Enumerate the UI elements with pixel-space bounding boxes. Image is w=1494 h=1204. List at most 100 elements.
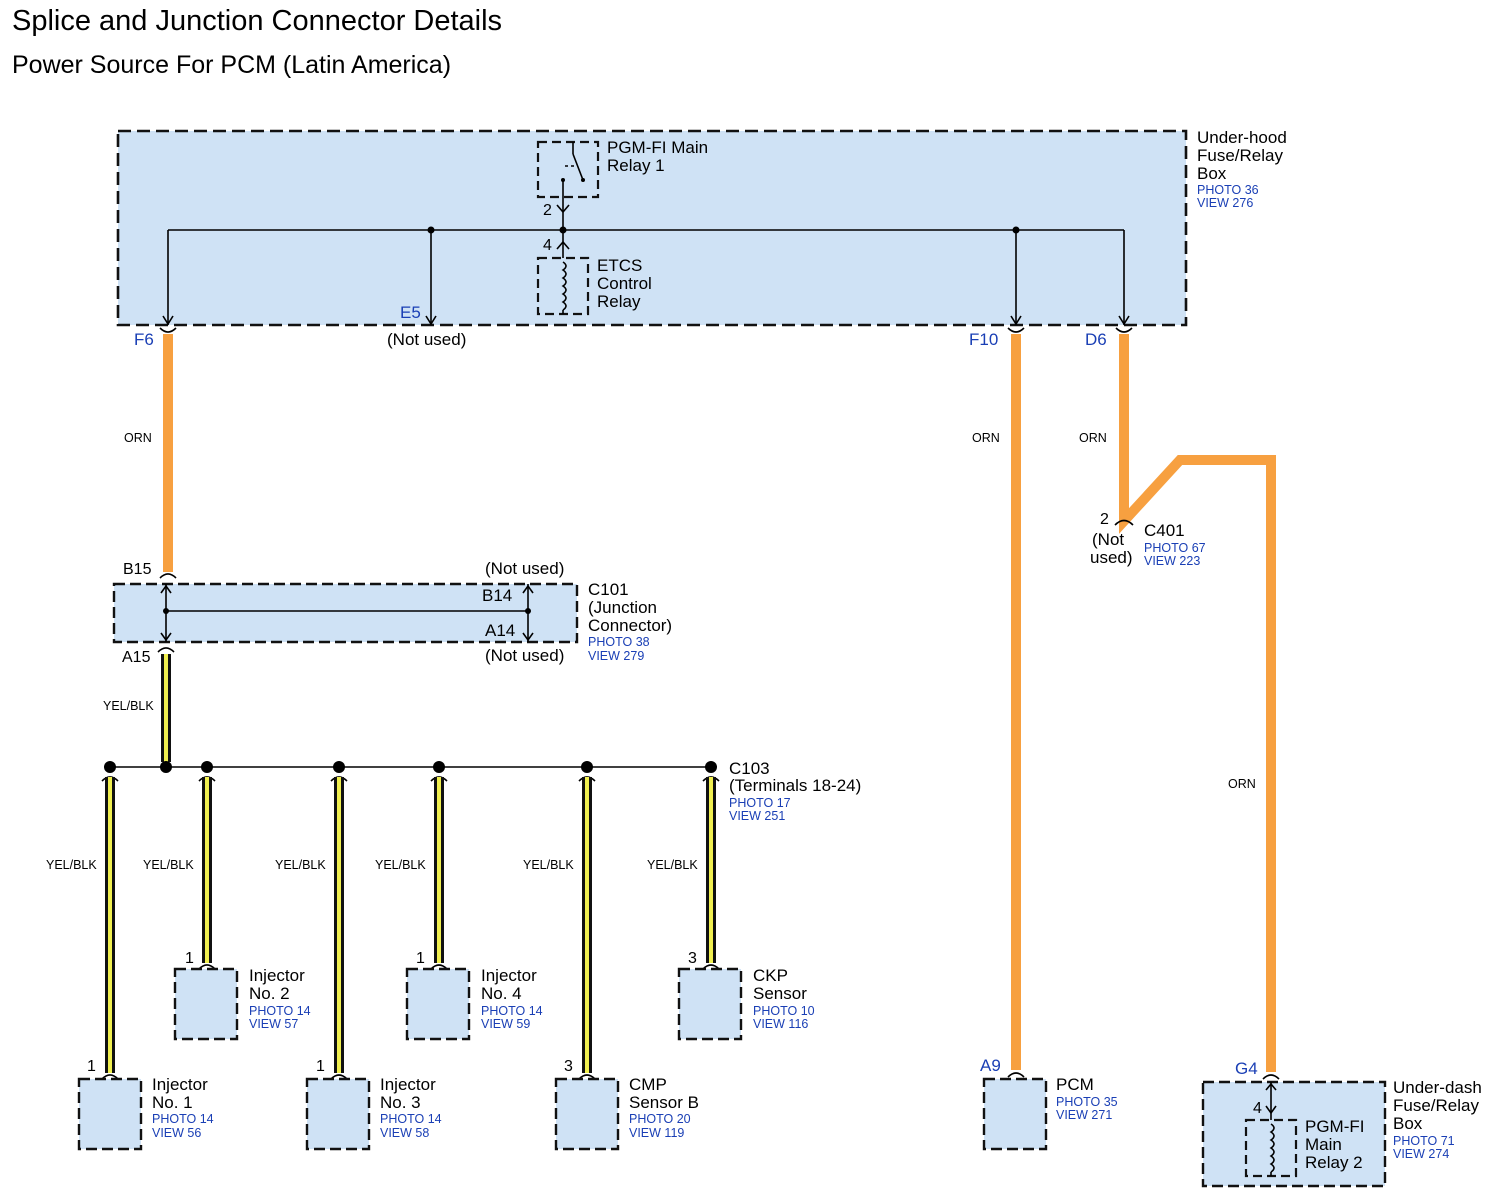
pin-a14: A14 <box>485 621 515 640</box>
wire-label-orn-2: ORN <box>972 431 1000 445</box>
relay1-label-line1: PGM-FI Main <box>607 138 708 157</box>
svg-text:Under-hood: Under-hood <box>1197 128 1287 147</box>
wire-label-orn-3: ORN <box>1079 431 1107 445</box>
pcm: A9 PCM PHOTO 35 VIEW 271 <box>980 1056 1118 1151</box>
c101-junction-connector <box>112 582 579 644</box>
svg-text:Fuse/Relay: Fuse/Relay <box>1393 1096 1479 1115</box>
underdash-fuse-box: G4 4 PGM-FI Main Relay 2 <box>1201 1059 1387 1188</box>
pin-b15: B15 <box>123 561 152 578</box>
svg-text:VIEW 116: VIEW 116 <box>753 1017 808 1031</box>
page-subtitle: Power Source For PCM (Latin America) <box>12 51 451 79</box>
svg-text:PHOTO 14: PHOTO 14 <box>152 1112 214 1126</box>
underhood-photo-ref: PHOTO 36 <box>1197 183 1259 197</box>
svg-text:VIEW 223: VIEW 223 <box>1144 554 1200 568</box>
svg-text:No. 1: No. 1 <box>152 1093 193 1112</box>
svg-text:C103: C103 <box>729 759 770 778</box>
wire-label-yelblk-2: YEL/BLK <box>143 858 194 872</box>
underhood-box-label: Under-hood Fuse/Relay Box PHOTO 36 VIEW … <box>1197 128 1287 210</box>
pin-a15: A15 <box>122 649 151 666</box>
svg-text:Connector): Connector) <box>588 616 672 635</box>
svg-text:Injector: Injector <box>481 966 537 985</box>
underhood-pin-cups <box>159 327 1133 333</box>
svg-text:PHOTO 14: PHOTO 14 <box>249 1004 311 1018</box>
svg-text:PHOTO 10: PHOTO 10 <box>753 1004 815 1018</box>
injector-4: 1 Injector No. 4 PHOTO 14 VIEW 59 <box>405 950 543 1041</box>
svg-text:No. 3: No. 3 <box>380 1093 421 1112</box>
svg-text:PHOTO 67: PHOTO 67 <box>1144 541 1206 555</box>
wire-label-yelblk-3: YEL/BLK <box>275 858 326 872</box>
svg-text:VIEW 58: VIEW 58 <box>380 1126 429 1140</box>
svg-text:Injector: Injector <box>380 1075 436 1094</box>
svg-text:PHOTO 35: PHOTO 35 <box>1056 1095 1118 1109</box>
pin-g4: G4 <box>1235 1059 1258 1078</box>
wire-label-yelblk-main: YEL/BLK <box>103 699 154 713</box>
svg-text:(Not: (Not <box>1092 530 1124 549</box>
svg-text:1: 1 <box>185 950 194 967</box>
e5-not-used: (Not used) <box>387 330 466 349</box>
pgmfi-main-relay-1: PGM-FI Main Relay 1 <box>536 138 708 199</box>
svg-text:(Terminals 18-24): (Terminals 18-24) <box>729 776 861 795</box>
svg-text:Injector: Injector <box>152 1075 208 1094</box>
wire-label-yelblk-4: YEL/BLK <box>375 858 426 872</box>
svg-text:VIEW 59: VIEW 59 <box>481 1017 530 1031</box>
svg-text:1: 1 <box>316 1058 325 1075</box>
page-title: Splice and Junction Connector Details <box>12 5 502 37</box>
pin-f10: F10 <box>969 330 998 349</box>
etcs-pin-4: 4 <box>543 237 552 254</box>
c401-connector: 2 (Not used) C401 PHOTO 67 VIEW 223 <box>1090 511 1206 568</box>
svg-text:1: 1 <box>87 1058 96 1075</box>
wire-orn-d6-g4 <box>1119 334 1276 1072</box>
wire-label-orn-1: ORN <box>124 431 152 445</box>
a15-cup <box>157 647 175 653</box>
underhood-view-ref: VIEW 276 <box>1197 196 1253 210</box>
svg-text:3: 3 <box>688 950 697 967</box>
relay1-pin-2: 2 <box>543 202 552 219</box>
svg-text:No. 4: No. 4 <box>481 984 522 1003</box>
svg-text:Control: Control <box>597 274 652 293</box>
svg-text:Injector: Injector <box>249 966 305 985</box>
svg-text:A9: A9 <box>980 1056 1001 1075</box>
wire-label-yelblk-6: YEL/BLK <box>647 858 698 872</box>
svg-text:VIEW 251: VIEW 251 <box>729 809 785 823</box>
svg-text:Sensor B: Sensor B <box>629 1093 699 1112</box>
pin-d6: D6 <box>1085 330 1107 349</box>
underdash-box-label: Under-dash Fuse/Relay Box PHOTO 71 VIEW … <box>1393 1078 1482 1161</box>
svg-text:PHOTO 20: PHOTO 20 <box>629 1112 691 1126</box>
svg-text:CKP: CKP <box>753 966 788 985</box>
pin-f6: F6 <box>134 330 154 349</box>
relay2-label-line2: Main <box>1305 1135 1342 1154</box>
svg-text:PHOTO 71: PHOTO 71 <box>1393 1134 1455 1148</box>
wire-label-orn-4: ORN <box>1228 777 1256 791</box>
c101-label: C101 (Junction Connector) PHOTO 38 VIEW … <box>588 580 672 663</box>
svg-text:PHOTO 14: PHOTO 14 <box>481 1004 543 1018</box>
svg-text:C401: C401 <box>1144 521 1185 540</box>
svg-text:Under-dash: Under-dash <box>1393 1078 1482 1097</box>
c103-splice-bus <box>104 761 717 773</box>
svg-text:Box: Box <box>1393 1114 1423 1133</box>
a14-not-used: (Not used) <box>485 646 564 665</box>
svg-text:PHOTO 38: PHOTO 38 <box>588 635 650 649</box>
svg-text:2: 2 <box>1100 511 1109 528</box>
svg-text:C101: C101 <box>588 580 629 599</box>
relay2-label-line3: Relay 2 <box>1305 1153 1363 1172</box>
c103-label: C103 (Terminals 18-24) PHOTO 17 VIEW 251 <box>729 759 861 823</box>
svg-text:VIEW 279: VIEW 279 <box>588 649 644 663</box>
wire-label-yelblk-5: YEL/BLK <box>523 858 574 872</box>
relay1-label-line2: Relay 1 <box>607 156 665 175</box>
svg-text:(Junction: (Junction <box>588 598 657 617</box>
b14-not-used: (Not used) <box>485 559 564 578</box>
pin-b14: B14 <box>482 586 512 605</box>
svg-text:CMP: CMP <box>629 1075 667 1094</box>
svg-text:1: 1 <box>416 950 425 967</box>
ckp-sensor: 3 CKP Sensor PHOTO 10 VIEW 116 <box>677 950 815 1041</box>
b15-cup <box>159 573 177 579</box>
c101-internal <box>160 584 534 642</box>
svg-text:VIEW 56: VIEW 56 <box>152 1126 201 1140</box>
svg-text:used): used) <box>1090 548 1133 567</box>
svg-text:Sensor: Sensor <box>753 984 807 1003</box>
injector-1: 1 Injector No. 1 PHOTO 14 VIEW 56 <box>77 1058 214 1151</box>
c103-branch-cups <box>101 776 720 782</box>
svg-text:VIEW 271: VIEW 271 <box>1056 1108 1112 1122</box>
svg-text:Box: Box <box>1197 164 1227 183</box>
